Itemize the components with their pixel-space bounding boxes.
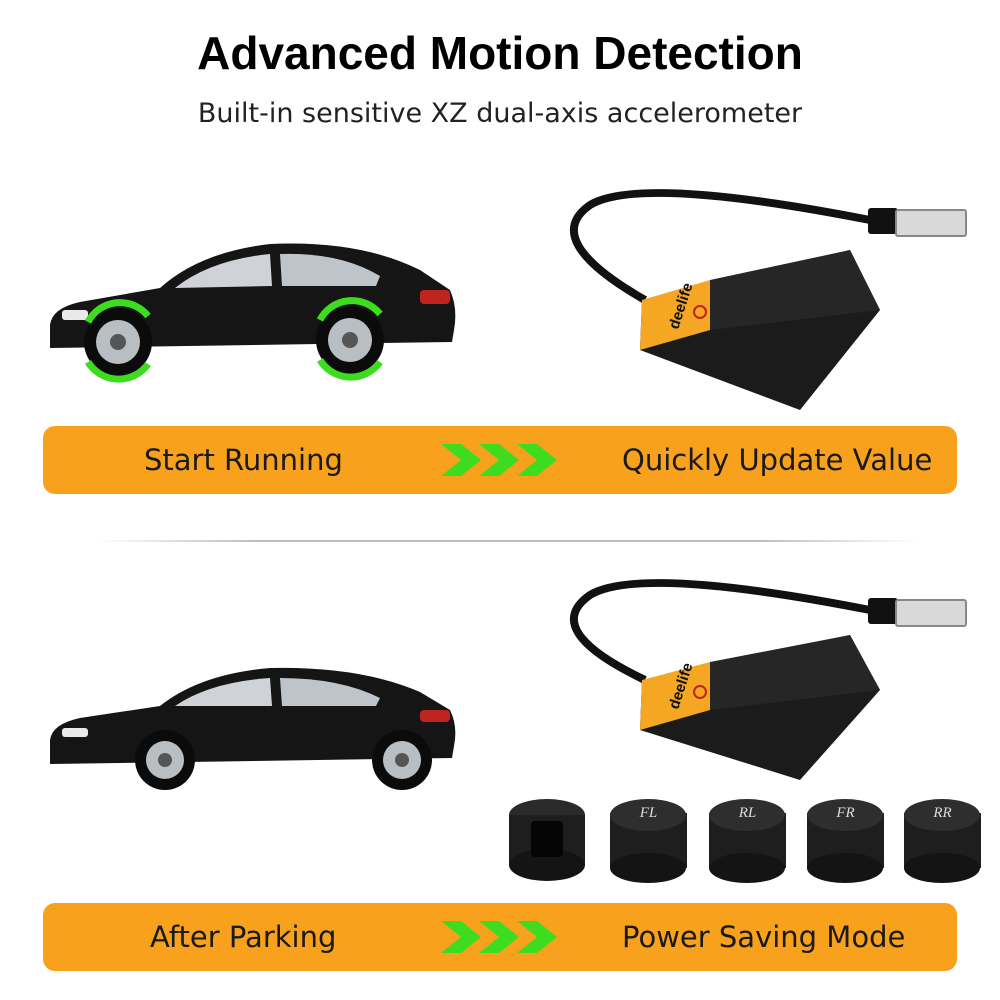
chevrons-icon <box>441 444 557 476</box>
sensor-base-image <box>509 799 585 881</box>
running-car-image <box>50 243 456 383</box>
page-subtitle: Built-in sensitive XZ dual-axis accelero… <box>197 98 803 129</box>
parked-car-image <box>50 667 456 790</box>
sensor-label-rr: RR <box>933 805 952 821</box>
tpms-receiver-image-bottom: deelife <box>569 579 967 780</box>
sensor-cap-fr-shape <box>807 799 884 883</box>
label-after-parking: After Parking <box>150 920 337 954</box>
section-divider <box>96 540 918 542</box>
sensor-cap-rr: RR <box>900 795 985 885</box>
label-start-running: Start Running <box>144 443 343 477</box>
label-power-saving: Power Saving Mode <box>622 920 906 954</box>
sensor-cap-rl-shape <box>709 799 786 883</box>
sensor-cap-fl-shape <box>610 799 687 883</box>
tpms-receiver-image-top: deelife <box>569 189 967 410</box>
sensor-label-fl: FL <box>639 805 658 821</box>
sensor-label-rl: RL <box>738 805 757 821</box>
sensor-cap-fl: FL <box>606 795 691 885</box>
sensor-cap-fr: FR <box>803 795 888 885</box>
sensor-cap-rl: RL <box>705 795 790 885</box>
page-title: Advanced Motion Detection <box>197 27 803 79</box>
banner-running: Start Running Quickly Update Value <box>43 426 957 494</box>
sensor-cap-rr-shape <box>904 799 981 883</box>
label-quickly-update: Quickly Update Value <box>622 443 933 477</box>
sensor-label-fr: FR <box>836 805 855 821</box>
banner-parking: After Parking Power Saving Mode <box>43 903 957 971</box>
chevrons-icon <box>441 921 557 953</box>
